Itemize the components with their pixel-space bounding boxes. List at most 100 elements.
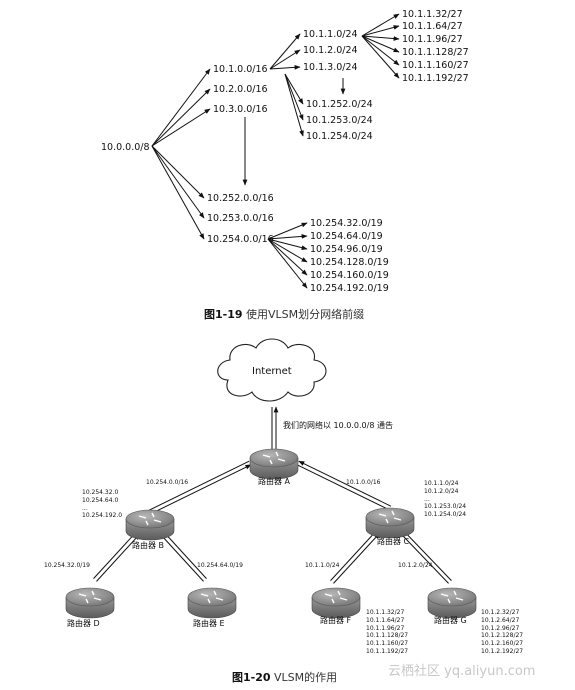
tree-node-10-1-1-64: 10.1.1.64/27 — [402, 21, 463, 32]
figure-1-19-number: 图1-19 — [204, 308, 243, 321]
tree-node-10-1-1-128: 10.1.1.128/27 — [402, 47, 469, 58]
figure-1-19-caption: 图1-19 使用VLSM划分网络前缀 — [204, 306, 364, 322]
root-arrow-2 — [151, 108, 211, 147]
link-g-c-2 — [400, 533, 449, 584]
router-g-label: 路由器 G — [434, 616, 467, 625]
router-d-icon — [65, 587, 115, 619]
router-c-prefix-list: 10.1.1.0/24 10.1.2.0/24 ... 10.1.253.0/2… — [424, 480, 466, 519]
list-item: 10.1.1.64/27 — [366, 616, 405, 624]
link-f-c-2 — [330, 530, 377, 581]
list-item: 10.1.1.160/27 — [366, 640, 409, 648]
link-d-b-1 — [96, 533, 140, 582]
branch-10-254-arrow-5 — [267, 238, 308, 289]
root-arrow-0 — [151, 68, 211, 147]
list-item: 10.1.2.192/27 — [481, 647, 524, 655]
router-f-label: 路由器 F — [320, 616, 352, 625]
router-a-label: 路由器 A — [258, 477, 291, 486]
link-f-c-1 — [333, 532, 380, 584]
root-arrow-3 — [151, 145, 205, 199]
list-item: 10.1.1.32/27 — [366, 609, 405, 616]
tree-node-10-254-192: 10.254.192.0/19 — [310, 283, 389, 294]
figure-1-20-number: 图1-20 — [232, 671, 271, 684]
branch-10-1-x-arrow-1 — [284, 73, 304, 121]
list-item: 10.1.1.128/27 — [366, 632, 409, 640]
tree-node-10-254-32: 10.254.32.0/19 — [310, 218, 383, 229]
branch-10-1-x-arrow-2 — [284, 73, 304, 137]
branch-10-1-arrow-1 — [269, 49, 301, 70]
branch-10-254-arrow-2 — [267, 238, 308, 250]
router-a-icon — [249, 448, 299, 480]
advertisement-label: 我们的网络以 10.0.0.0/8 通告 — [283, 421, 393, 430]
branch-10-254-arrow-0 — [267, 222, 308, 240]
link-a-c-label: 10.1.0.0/16 — [346, 479, 381, 486]
tree-node-10-1-253: 10.1.253.0/24 — [306, 115, 373, 126]
list-item: 10.1.2.32/27 — [481, 609, 520, 616]
tree-node-10-254-64: 10.254.64.0/19 — [310, 231, 383, 242]
list-item: 10.1.1.192/27 — [366, 647, 409, 655]
branch-10-1-1-arrow-4 — [361, 35, 400, 66]
root-arrow-1 — [151, 88, 211, 147]
tree-node-10-1-252: 10.1.252.0/24 — [306, 99, 373, 110]
branch-10-254-arrow-1 — [267, 234, 308, 240]
router-e-label: 路由器 E — [193, 619, 225, 628]
router-b-prefix-list: 10.254.32.0 10.254.64.0 ... 10.254.192.0 — [82, 489, 122, 520]
list-item: 10.1.1.0/24 — [424, 480, 459, 487]
branch-10-1-1-arrow-5 — [361, 35, 400, 79]
router-f-icon — [311, 587, 361, 619]
watermark: 云栖社区 yq.aliyun.com — [388, 664, 536, 679]
branch-10-1-x-arrow-0 — [284, 73, 304, 105]
router-g-prefix-list: 10.1.2.32/27 10.1.2.64/27 10.1.2.96/27 1… — [481, 609, 523, 656]
link-b-a-2 — [148, 460, 250, 511]
branch-10-254-arrow-4 — [267, 238, 308, 276]
figure-1-19-text: 使用VLSM划分网络前缀 — [246, 308, 365, 321]
router-c-icon — [365, 507, 415, 539]
tree-node-10-1-1-192: 10.1.1.192/27 — [402, 73, 469, 84]
link-b-e-label: 10.254.64.0/19 — [197, 562, 243, 569]
list-item: 10.1.2.0/24 — [424, 487, 459, 495]
link-c-a-1 — [298, 460, 392, 507]
branch-10-1-1-arrow-3 — [361, 35, 400, 53]
link-a-b-label: 10.254.0.0/16 — [146, 479, 189, 486]
figure-1-20-caption: 图1-20 VLSM的作用 — [232, 669, 337, 685]
list-item: ... — [82, 504, 88, 512]
branch-10-1-1-arrow-2 — [361, 35, 400, 41]
tree-node-10-1-1-160: 10.1.1.160/27 — [402, 60, 469, 71]
link-d-b-2 — [93, 531, 137, 579]
branch-10-1-1-arrow-1 — [361, 25, 400, 37]
link-e-b-1 — [163, 531, 207, 579]
tree-node-10-1-3: 10.1.3.0/24 — [303, 62, 358, 73]
list-item: 10.1.1.96/27 — [366, 624, 405, 632]
branch-10-254-arrow-3 — [267, 238, 308, 263]
tree-node-10-1-254: 10.1.254.0/24 — [306, 131, 373, 142]
internet-cloud — [217, 338, 327, 402]
tree-node-10-253: 10.253.0.0/16 — [207, 213, 274, 224]
router-b-icon — [125, 509, 175, 541]
list-item: 10.254.32.0 — [82, 489, 119, 496]
list-item: 10.254.64.0 — [82, 496, 119, 504]
tree-node-10-3: 10.3.0.0/16 — [213, 104, 268, 115]
link-c-g-label: 10.1.2.0/24 — [398, 562, 433, 569]
list-item: 10.1.254.0/24 — [424, 511, 467, 519]
tree-node-10-1-2: 10.1.2.0/24 — [303, 45, 358, 56]
router-c-label: 路由器 C — [377, 537, 410, 546]
tree-node-10-2: 10.2.0.0/16 — [213, 84, 268, 95]
root-arrow-4 — [151, 145, 205, 219]
tree-node-10-254-96: 10.254.96.0/19 — [310, 244, 383, 255]
branch-10-1-arrow-2 — [269, 64, 301, 70]
root-arrow-5 — [151, 145, 205, 240]
internet-label: Internet — [252, 366, 292, 377]
branch-10-1-arrow-0 — [269, 33, 301, 70]
figure-1-20-text: VLSM的作用 — [274, 671, 338, 684]
list-item: 10.1.2.160/27 — [481, 640, 524, 648]
link-b-d-label: 10.254.32.0/19 — [44, 562, 90, 569]
link-e-b-2 — [160, 534, 204, 582]
tree-root: 10.0.0.0/8 — [101, 142, 150, 153]
tree-node-10-1: 10.1.0.0/16 — [213, 64, 268, 75]
router-f-prefix-list: 10.1.1.32/27 10.1.1.64/27 10.1.1.96/27 1… — [366, 609, 408, 656]
list-item: 10.1.2.128/27 — [481, 632, 524, 640]
link-g-c-1 — [403, 530, 452, 581]
tree-node-10-1-1-96: 10.1.1.96/27 — [402, 34, 463, 45]
tree-node-10-254-160: 10.254.160.0/19 — [310, 270, 389, 281]
link-c-f-label: 10.1.1.0/24 — [305, 562, 340, 569]
